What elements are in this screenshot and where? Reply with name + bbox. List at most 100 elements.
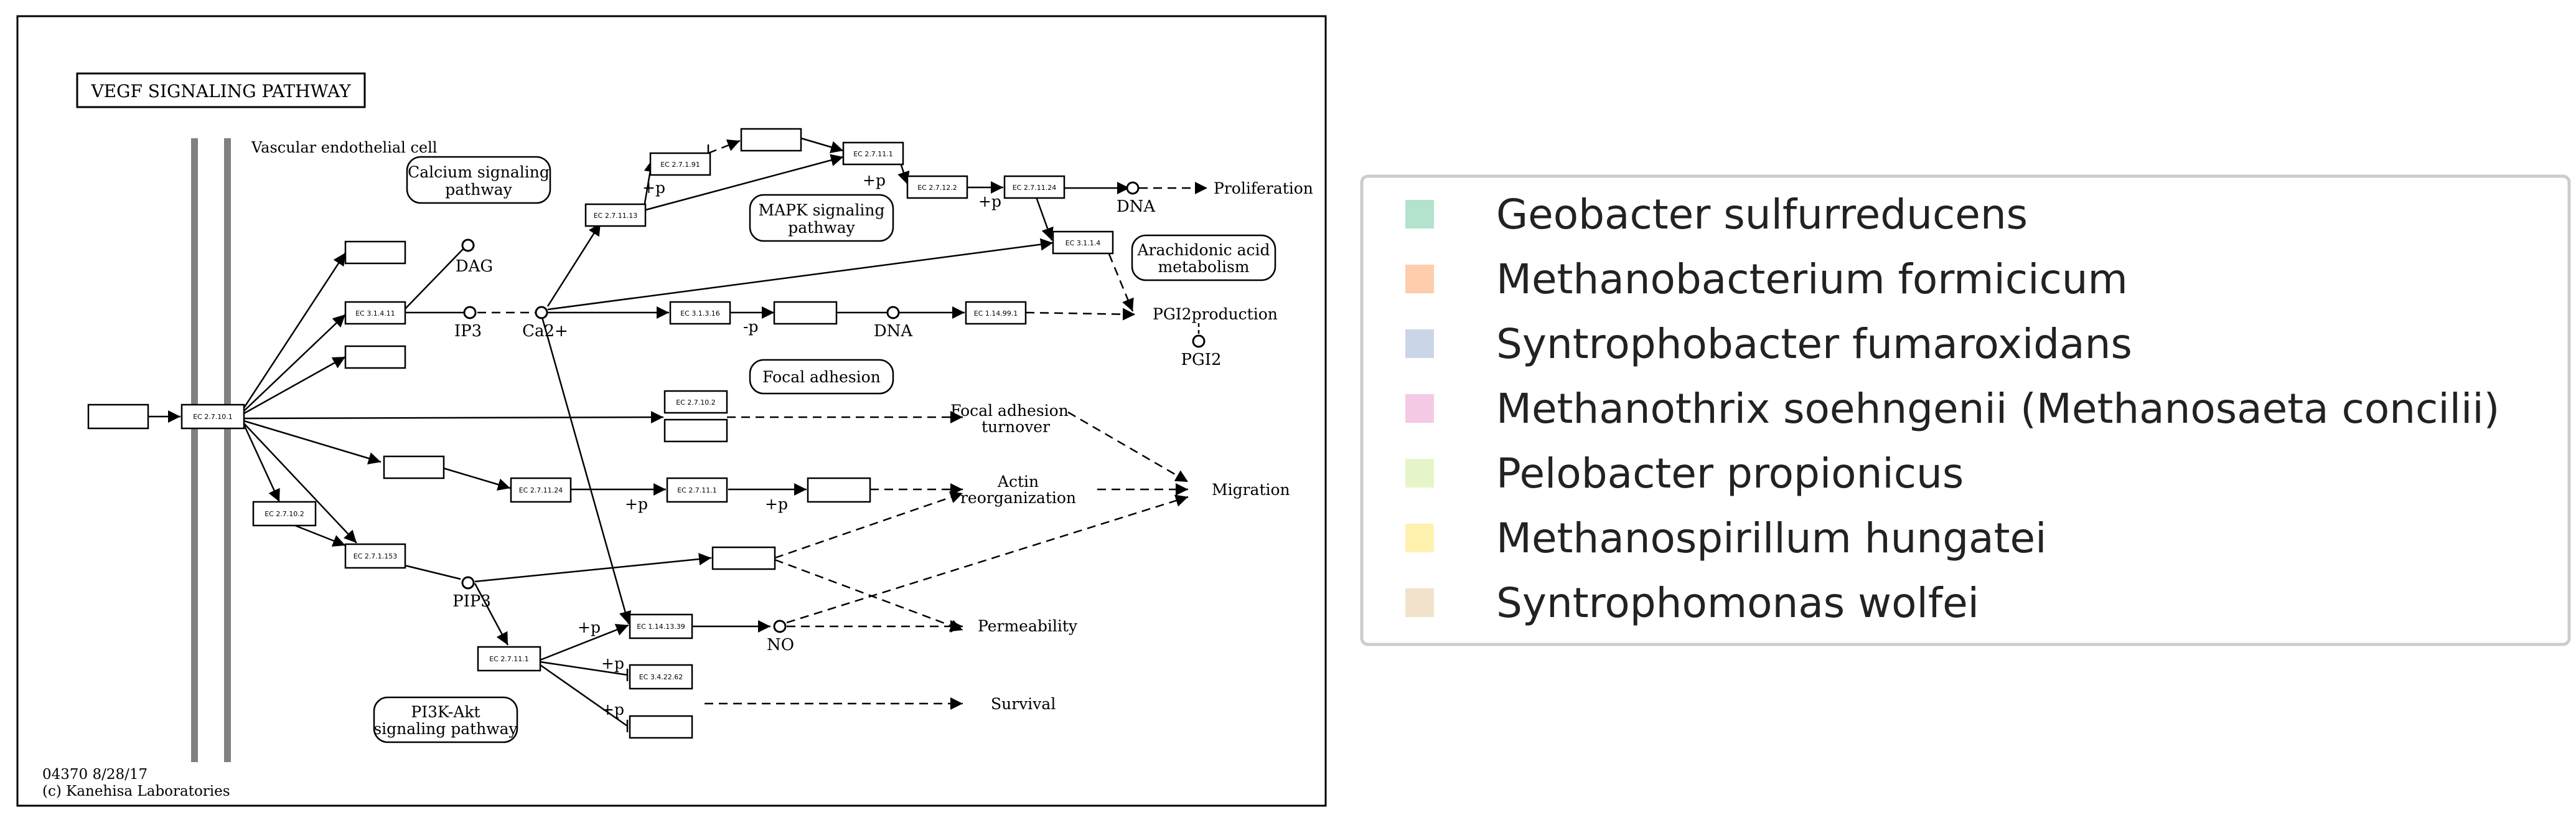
legend-label: Syntrophomonas wolfei [1496, 579, 1979, 627]
enzyme-node: EC 2.7.10.1 [180, 403, 245, 430]
connections [148, 137, 1207, 732]
enzyme-node: EC 2.7.1.153 [344, 543, 406, 569]
svg-text:EC 2.7.11.24: EC 2.7.11.24 [1013, 184, 1057, 192]
svg-text:EC 3.1.1.4: EC 3.1.1.4 [1066, 239, 1101, 247]
legend-item: Syntrophomonas wolfei [1405, 579, 1979, 627]
svg-text:EC 2.7.10.1: EC 2.7.10.1 [193, 413, 233, 421]
legend-label: Methanospirillum hungatei [1496, 514, 2046, 562]
legend-item: Methanobacterium formicicum [1405, 255, 2128, 303]
compound-pip3: PIP3 [452, 576, 491, 611]
svg-text:+p: +p [765, 495, 788, 513]
svg-text:pathway: pathway [445, 181, 512, 199]
enzyme-node: EC 1.14.13.39 [629, 613, 693, 639]
compound-dna-2: DNA [874, 306, 914, 341]
svg-text:EC 2.7.11.1: EC 2.7.11.1 [853, 150, 893, 158]
svg-text:+p: +p [578, 618, 601, 636]
legend-label: Geobacter sulfurreducens [1496, 191, 2028, 238]
outcome-migration: Migration [1212, 481, 1290, 499]
legend: Geobacter sulfurreducensMethanobacterium… [1360, 174, 2571, 646]
svg-text:metabolism: metabolism [1158, 258, 1249, 276]
svg-text:Ca2+: Ca2+ [522, 322, 568, 341]
map-link-focal-adhesion[interactable]: Focal adhesion [749, 359, 894, 395]
pathway-map: VEGF SIGNALING PATHWAY Vascular endothel… [16, 15, 1327, 807]
unlabeled-genes [87, 128, 871, 739]
svg-text:EC 2.7.10.2: EC 2.7.10.2 [676, 398, 716, 407]
svg-text:pathway: pathway [788, 219, 855, 237]
svg-text:Focal adhesion: Focal adhesion [762, 368, 881, 386]
compound-dna-1: DNA [1117, 181, 1156, 216]
outcome-focal-turnover: Focal adhesion [950, 402, 1069, 420]
svg-text:04370 8/28/17: 04370 8/28/17 [42, 766, 148, 783]
legend-swatch [1405, 200, 1434, 229]
outcome-focal-turnover-line2: turnover [981, 418, 1050, 436]
legend-swatch [1405, 329, 1434, 358]
enzyme-node: EC 2.7.10.2 [252, 501, 317, 527]
svg-text:EC 2.7.11.13: EC 2.7.11.13 [594, 212, 638, 220]
outcome-actin-line2: reorganization [960, 489, 1076, 507]
svg-text:EC 1.14.13.39: EC 1.14.13.39 [637, 623, 685, 631]
legend-swatch [1405, 524, 1434, 552]
legend-item: Methanospirillum hungatei [1405, 514, 2046, 562]
legend-item: Methanothrix soehngenii (Methanosaeta co… [1405, 385, 2499, 433]
svg-text:EC 2.7.1.91: EC 2.7.1.91 [660, 161, 700, 169]
enzyme-node: EC 2.7.11.13 [584, 203, 647, 227]
svg-text:EC 2.7.11.24: EC 2.7.11.24 [519, 486, 563, 494]
legend-label: Pelobacter propionicus [1496, 450, 1964, 497]
enzyme-node: EC 3.1.3.16 [669, 301, 731, 325]
svg-text:EC 3.4.22.62: EC 3.4.22.62 [639, 673, 683, 681]
enzyme-node: EC 2.7.11.24 [510, 477, 572, 503]
compound-no: NO [767, 620, 794, 654]
svg-text:PI3K-Akt: PI3K-Akt [411, 703, 480, 721]
legend-frame [1360, 174, 2571, 646]
svg-text:EC 2.7.10.2: EC 2.7.10.2 [265, 510, 304, 518]
svg-text:EC 2.7.1.153: EC 2.7.1.153 [354, 552, 398, 560]
map-footer: 04370 8/28/17 (c) Kanehisa Laboratories [42, 766, 230, 799]
enzyme-node: EC 2.7.11.1 [666, 477, 728, 503]
outcome-survival: Survival [991, 695, 1056, 713]
svg-text:DNA: DNA [1117, 197, 1156, 216]
outcomes: Proliferation PGI2production Focal adhes… [950, 179, 1313, 713]
svg-text:+p: +p [978, 192, 1001, 210]
svg-text:(c) Kanehisa Laboratories: (c) Kanehisa Laboratories [42, 783, 230, 799]
enzyme-nodes: EC 2.7.10.1 EC 3.1.4.11 EC 2.7.11.13 EC … [180, 141, 1114, 690]
enzyme-node: EC 2.7.11.1 [842, 141, 904, 166]
compound-ip3: IP3 [454, 306, 482, 341]
legend-item: Geobacter sulfurreducens [1405, 191, 2028, 238]
compound-ca: Ca2+ [522, 306, 568, 341]
modifiers: +p +p +p -p +p +p +p +p +p [578, 171, 1001, 719]
svg-text:DNA: DNA [874, 322, 914, 341]
legend-swatch [1405, 394, 1434, 423]
legend-label: Methanobacterium formicicum [1496, 255, 2128, 303]
outcome-pgi2-production: PGI2production [1153, 305, 1278, 323]
svg-text:PGI2: PGI2 [1181, 351, 1221, 369]
svg-text:IP3: IP3 [454, 322, 482, 341]
cell-label: Vascular endothelial cell [251, 139, 437, 156]
svg-text:PIP3: PIP3 [452, 592, 491, 611]
enzyme-node: EC 3.1.4.11 [344, 301, 406, 325]
svg-text:+p: +p [863, 171, 886, 189]
outcome-proliferation: Proliferation [1214, 179, 1313, 197]
svg-text:Calcium signaling: Calcium signaling [408, 163, 550, 181]
legend-item: Pelobacter propionicus [1405, 450, 1964, 497]
svg-text:EC 3.1.4.11: EC 3.1.4.11 [355, 309, 395, 318]
svg-text:DAG: DAG [456, 257, 493, 276]
svg-text:MAPK signaling: MAPK signaling [758, 201, 884, 219]
compounds: DAG IP3 Ca2+ DNA DNA PGI2 PIP3 NO [452, 181, 1222, 654]
legend-swatch [1405, 459, 1434, 488]
legend-item: Syntrophobacter fumaroxidans [1405, 320, 2132, 368]
enzyme-node: EC 2.7.11.1 [477, 646, 541, 672]
map-title: VEGF SIGNALING PATHWAY [76, 72, 366, 108]
enzyme-node: EC 2.7.1.91 [649, 152, 711, 176]
svg-text:Arachidonic acid: Arachidonic acid [1136, 241, 1270, 259]
svg-text:+p: +p [642, 179, 665, 197]
enzyme-node: EC 3.4.22.62 [629, 664, 693, 690]
svg-text:NO: NO [767, 636, 794, 654]
svg-text:EC 3.1.3.16: EC 3.1.3.16 [680, 309, 720, 318]
svg-text:+p: +p [625, 495, 648, 513]
legend-label: Syntrophobacter fumaroxidans [1496, 320, 2132, 368]
